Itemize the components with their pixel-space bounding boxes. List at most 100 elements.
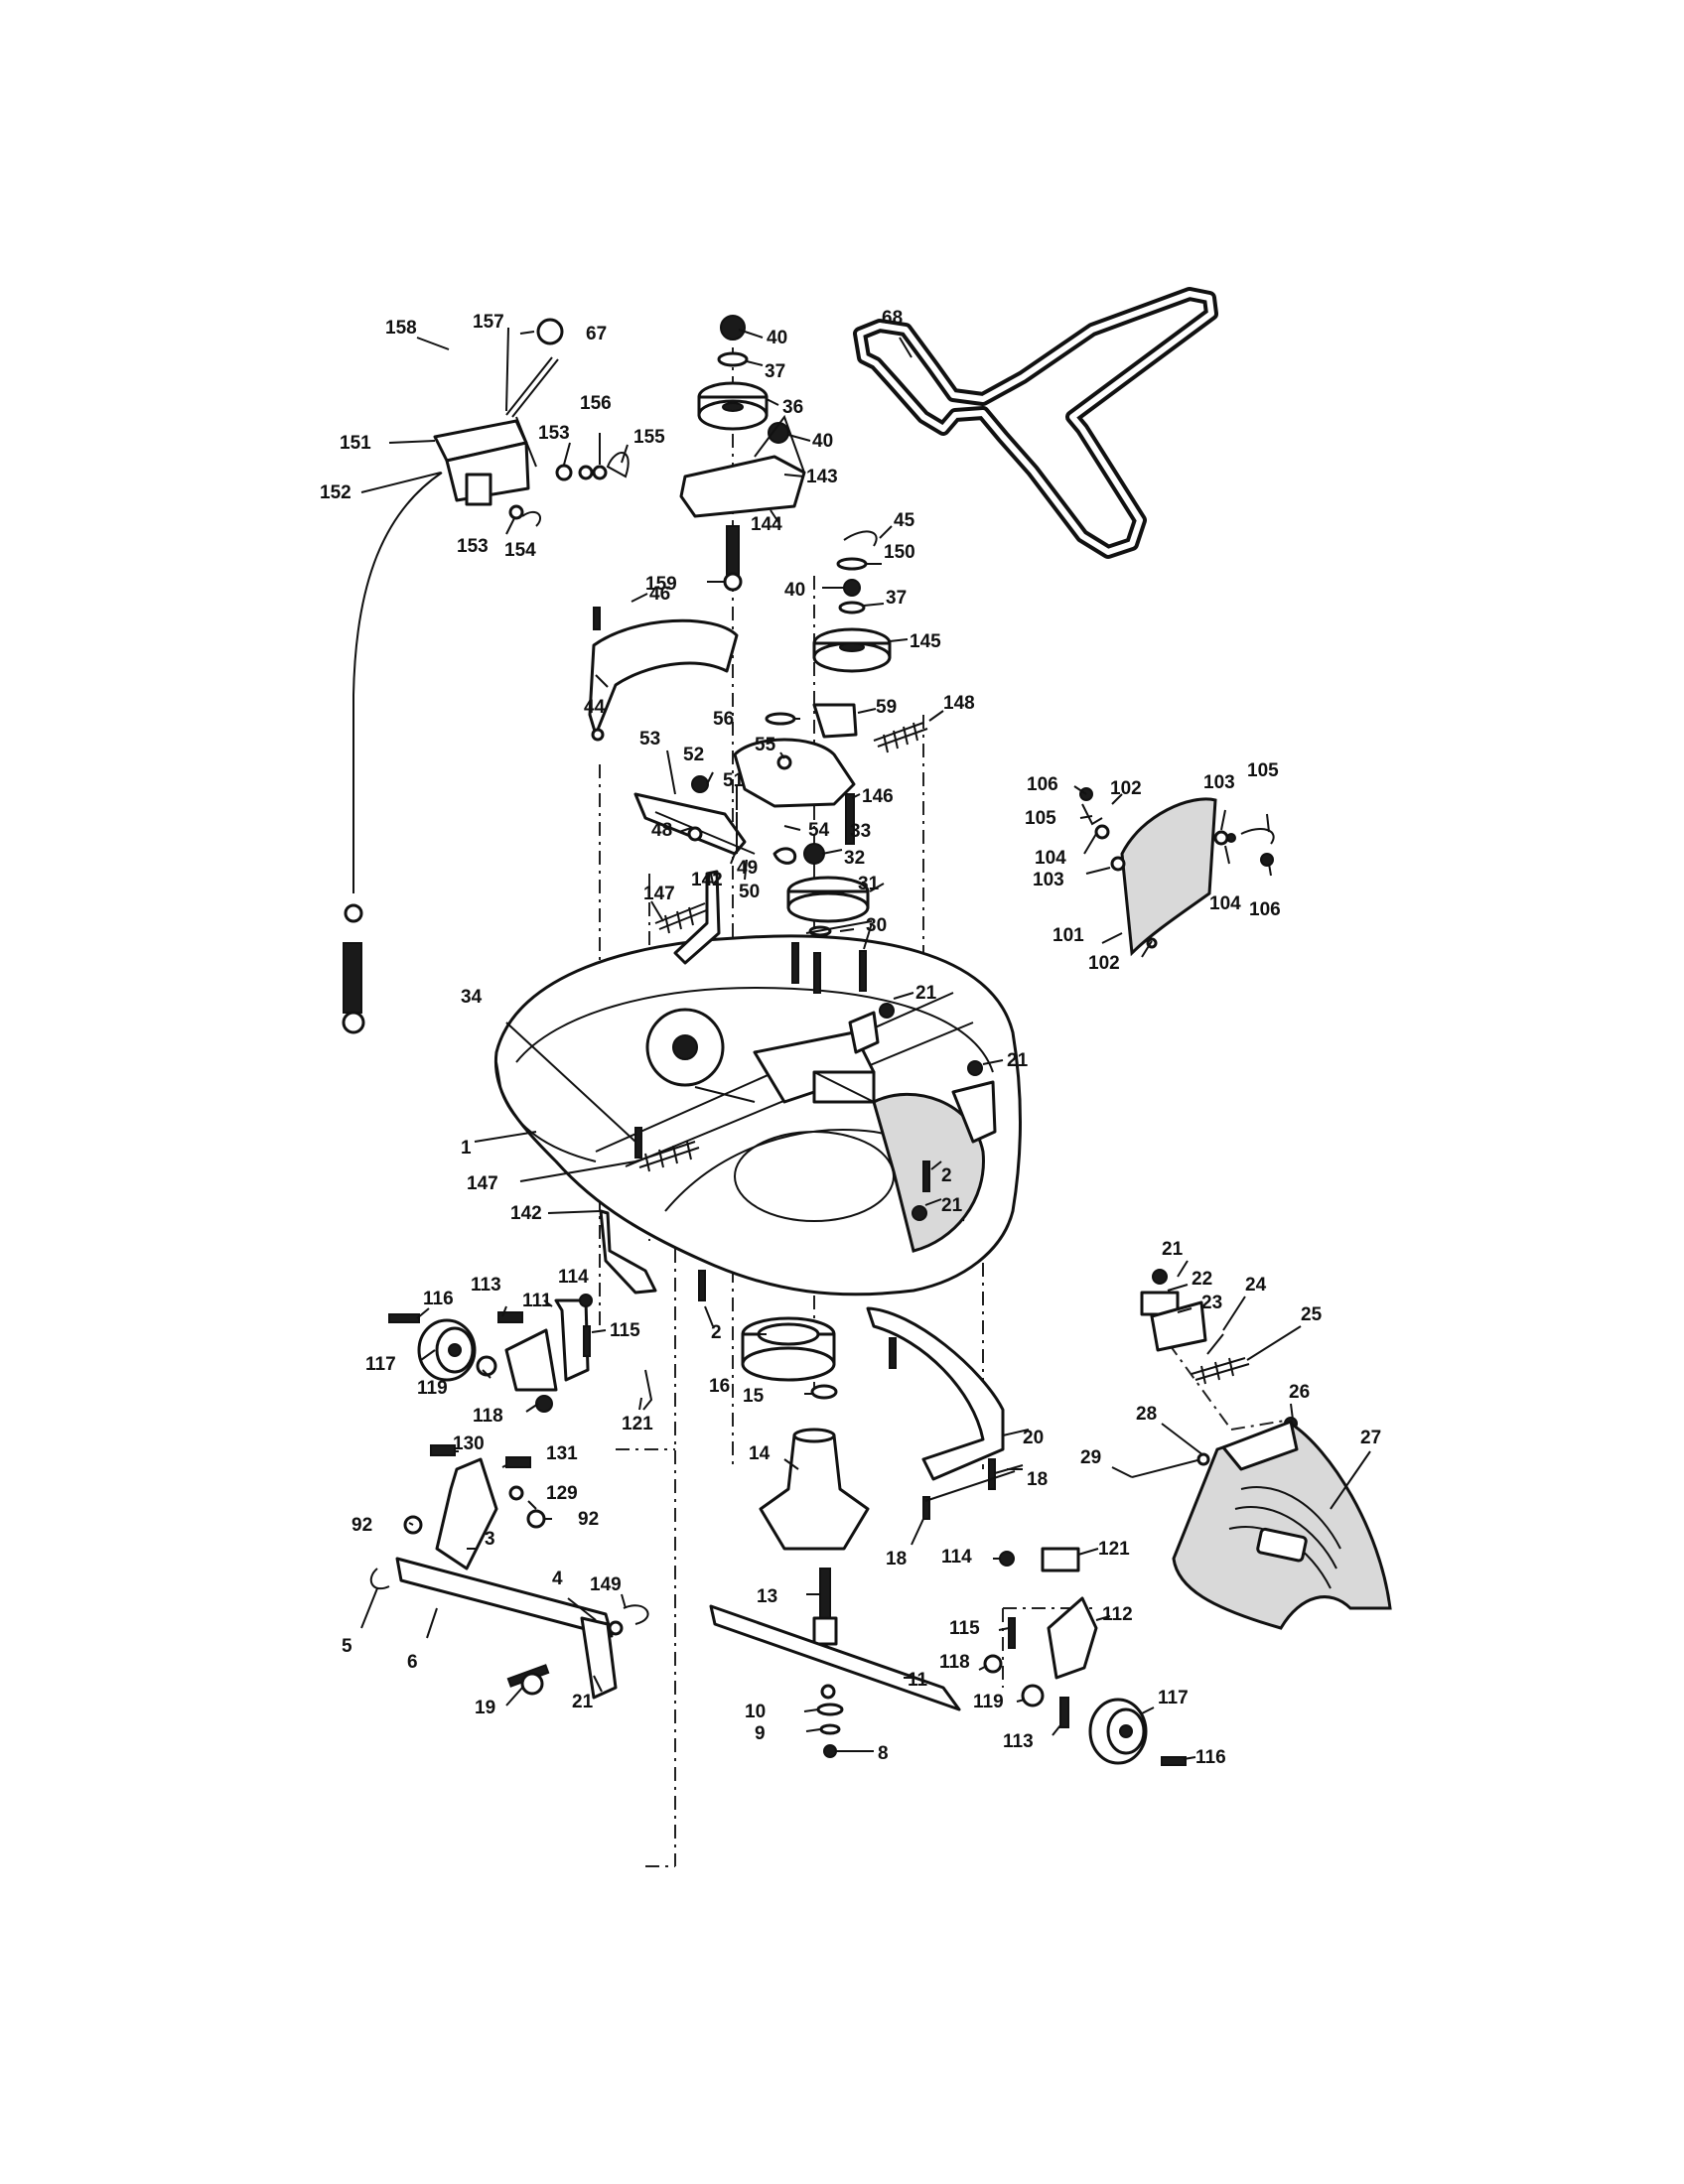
callout-92: 92 xyxy=(351,1515,372,1536)
callout-130: 130 xyxy=(453,1433,485,1454)
callout-40: 40 xyxy=(767,328,787,348)
callout-102: 102 xyxy=(1110,778,1142,799)
callout-152: 152 xyxy=(320,482,351,503)
main-pulley-assembly xyxy=(786,722,928,994)
callout-56: 56 xyxy=(713,709,734,730)
callout-116: 116 xyxy=(423,1289,454,1309)
mower-deck xyxy=(493,934,1022,1297)
callout-54: 54 xyxy=(808,820,830,841)
callout-20: 20 xyxy=(1023,1428,1044,1448)
springs-and-arms xyxy=(599,870,721,1295)
belt-guard xyxy=(588,607,739,742)
discharge-chute-assembly: 42 xyxy=(1131,1269,1392,1630)
left-height-bracket xyxy=(403,1444,546,1570)
lift-link-assembly xyxy=(369,1557,649,1700)
callout-157: 157 xyxy=(473,312,504,333)
callout-117: 117 xyxy=(365,1354,396,1375)
callout-158: 158 xyxy=(385,318,417,339)
callout-147: 147 xyxy=(467,1173,498,1194)
callout-149: 149 xyxy=(590,1574,622,1595)
callout-92: 92 xyxy=(578,1509,599,1530)
callout-106: 106 xyxy=(1249,899,1281,920)
callout-37: 37 xyxy=(765,361,785,382)
callout-119: 119 xyxy=(973,1692,1004,1712)
callout-22: 22 xyxy=(1192,1269,1212,1290)
callout-44: 44 xyxy=(584,697,606,718)
callout-146: 146 xyxy=(862,786,894,807)
callout-23: 23 xyxy=(1201,1293,1222,1313)
callout-24: 24 xyxy=(1245,1275,1267,1296)
callout-113: 113 xyxy=(471,1275,501,1296)
callout-145: 145 xyxy=(910,631,941,652)
callout-9: 9 xyxy=(755,1723,766,1744)
callout-21: 21 xyxy=(1162,1239,1184,1260)
leader-lines xyxy=(360,327,1371,1760)
callout-155: 155 xyxy=(633,427,665,448)
callout-104: 104 xyxy=(1209,893,1241,914)
callout-31: 31 xyxy=(858,874,880,894)
callout-103: 103 xyxy=(1033,870,1064,890)
callout-51: 51 xyxy=(723,770,745,791)
callout-114: 114 xyxy=(941,1547,972,1568)
callout-59: 59 xyxy=(876,697,897,718)
callout-153: 153 xyxy=(538,423,570,444)
callout-112: 112 xyxy=(1102,1604,1133,1625)
callout-154: 154 xyxy=(504,540,536,561)
callout-14: 14 xyxy=(749,1443,771,1464)
callout-118: 118 xyxy=(473,1406,503,1427)
callout-113: 113 xyxy=(1003,1731,1034,1752)
callout-8: 8 xyxy=(878,1743,889,1764)
callout-6: 6 xyxy=(407,1652,418,1673)
callout-142: 142 xyxy=(510,1203,542,1224)
callout-143: 143 xyxy=(806,467,838,487)
callout-4: 4 xyxy=(552,1569,563,1589)
callout-103: 103 xyxy=(1203,772,1235,793)
callout-30: 30 xyxy=(866,915,887,936)
idler-pulley-assembly xyxy=(679,315,806,592)
deck-size-badge: 42 xyxy=(1267,1533,1293,1559)
left-wheel-assembly xyxy=(388,1294,653,1413)
callout-106: 106 xyxy=(1027,774,1058,795)
callout-45: 45 xyxy=(894,510,915,531)
callout-102: 102 xyxy=(1088,953,1120,974)
callout-18: 18 xyxy=(1027,1469,1048,1490)
callout-150: 150 xyxy=(884,542,915,563)
callout-36: 36 xyxy=(782,397,803,418)
callout-25: 25 xyxy=(1301,1304,1323,1325)
deck-support-bracket xyxy=(866,1306,1005,1520)
callout-11: 11 xyxy=(908,1670,928,1691)
callout-67: 67 xyxy=(586,324,607,344)
callout-116: 116 xyxy=(1195,1747,1226,1768)
callout-104: 104 xyxy=(1035,848,1066,869)
callout-3: 3 xyxy=(485,1529,495,1550)
control-lever-assembly xyxy=(342,318,630,1034)
callout-148: 148 xyxy=(943,693,975,714)
lower-idler-stack xyxy=(812,530,892,673)
callout-50: 50 xyxy=(739,882,760,902)
callout-28: 28 xyxy=(1136,1404,1157,1425)
callout-37: 37 xyxy=(886,588,907,609)
callout-18: 18 xyxy=(886,1549,907,1570)
callout-13: 13 xyxy=(757,1586,777,1607)
callout-21: 21 xyxy=(572,1692,594,1712)
callout-119: 119 xyxy=(417,1378,448,1399)
callout-111: 111 xyxy=(522,1291,552,1311)
callout-21: 21 xyxy=(915,983,937,1004)
callout-27: 27 xyxy=(1360,1428,1381,1448)
callout-142: 142 xyxy=(691,870,723,890)
drive-belt xyxy=(853,287,1218,559)
callout-10: 10 xyxy=(745,1702,766,1722)
callout-15: 15 xyxy=(743,1386,765,1407)
callout-159: 159 xyxy=(645,574,677,595)
callout-118: 118 xyxy=(939,1652,970,1673)
callout-121: 121 xyxy=(1098,1539,1130,1560)
callout-115: 115 xyxy=(949,1618,980,1639)
callout-105: 105 xyxy=(1025,808,1056,829)
callout-32: 32 xyxy=(844,848,865,869)
callout-144: 144 xyxy=(751,514,782,535)
callout-46: 46 xyxy=(649,584,670,605)
callout-2: 2 xyxy=(711,1322,722,1343)
callout-68: 68 xyxy=(882,308,903,329)
callout-2: 2 xyxy=(941,1165,952,1186)
